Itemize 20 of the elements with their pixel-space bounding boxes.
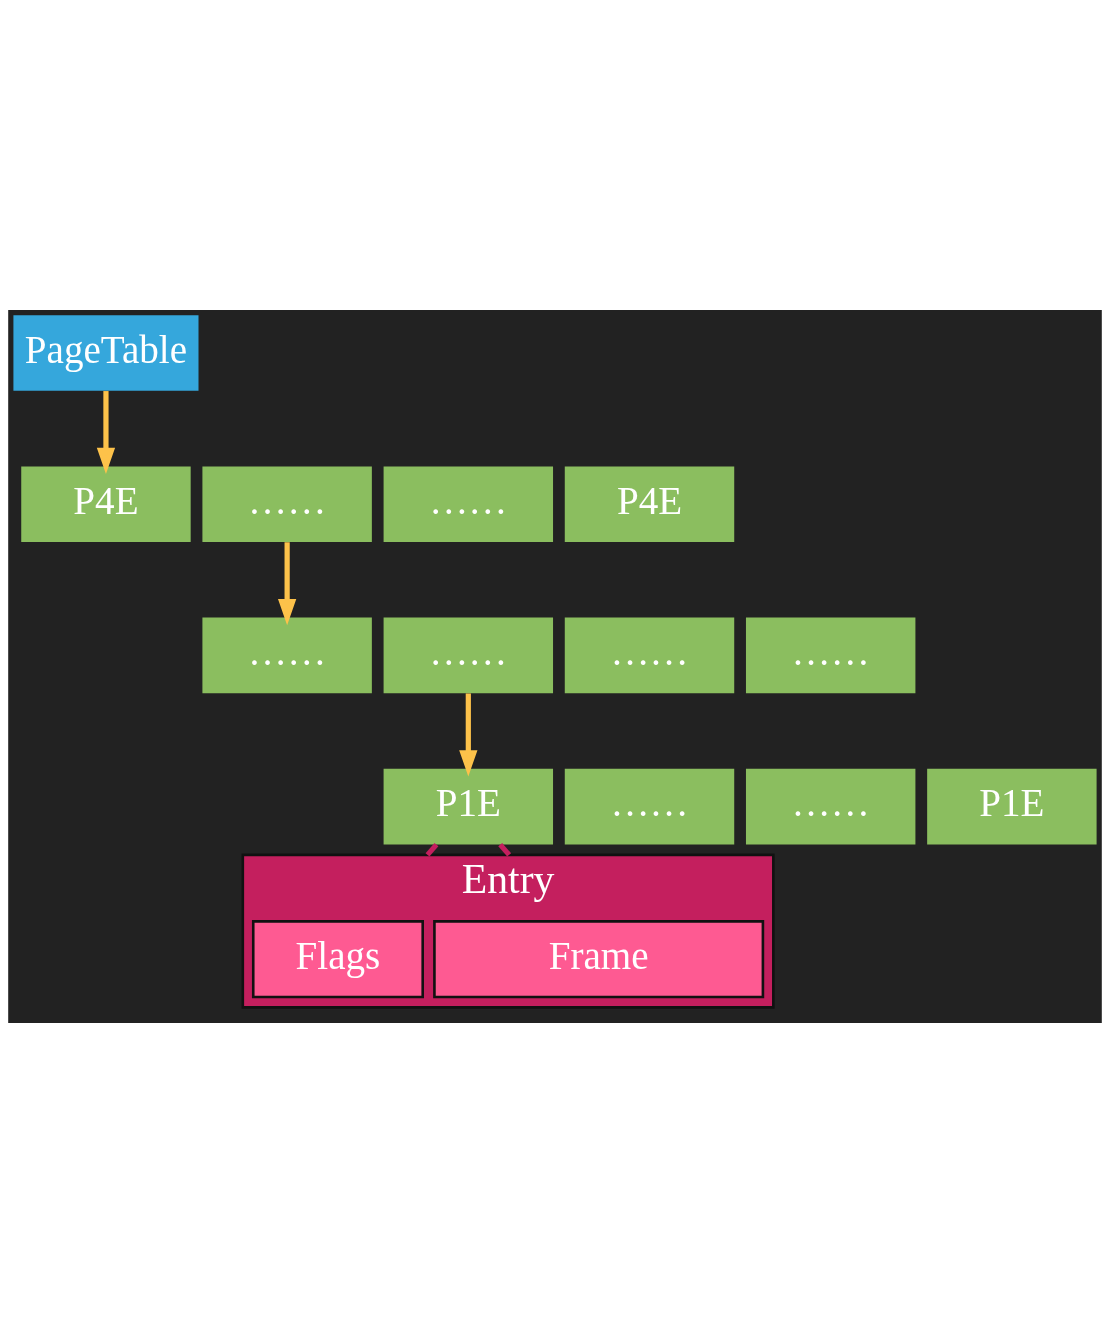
arrow (278, 542, 297, 626)
node-box: …… (745, 617, 916, 694)
node-box: Frame (433, 920, 765, 999)
node-box: …… (745, 768, 916, 845)
arrow (96, 391, 116, 474)
node-box: …… (383, 466, 554, 542)
node-box: P1E (383, 768, 554, 845)
node-box: Flags (251, 920, 424, 999)
node-box: …… (202, 466, 372, 542)
node-box: …… (202, 617, 372, 694)
connector (498, 842, 512, 857)
node-box: P4E (564, 466, 735, 542)
connector (425, 842, 439, 857)
node-box: PageTable (13, 315, 199, 391)
node-box: …… (564, 617, 735, 694)
arrow (459, 693, 478, 777)
node-box: …… (383, 617, 554, 694)
node-box: P1E (927, 768, 1097, 845)
node-box: P4E (21, 466, 191, 542)
node-box: …… (564, 768, 735, 845)
